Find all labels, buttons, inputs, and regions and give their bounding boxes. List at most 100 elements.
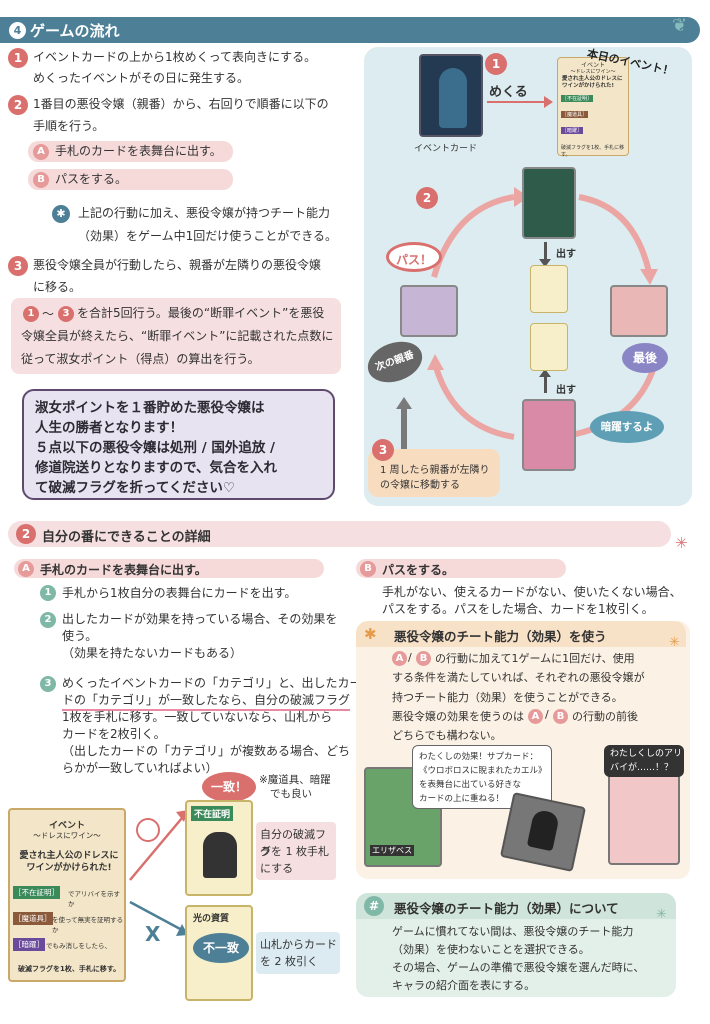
asterisk-icon: ✱ [52, 205, 70, 223]
scheme-bubble: 暗躍するよ [590, 411, 664, 443]
character-name: エリザベス [370, 845, 415, 856]
about-hash-icon: # [364, 896, 384, 916]
event-tag1: ［不在証明］ [561, 95, 594, 102]
example-card-subtitle: ～ドレスにワイン～ [33, 831, 101, 840]
speech-bubble-1: わたくしの効果！サプカード： 《ウロボロスに睨まれたカエル》 を表舞台に出ている… [412, 745, 552, 809]
repeat-tilde: ～ [42, 307, 55, 321]
a2-line1: 出したカードが効果を持っている場合、その効果を [62, 612, 338, 626]
speech1-line4: カードの上に重ねる！ [419, 794, 505, 804]
a3-line1: めくったイベントカードの「カテゴリ」と、出したカー [62, 676, 362, 690]
speech1-line2: 《ウロボロスに睨まれたカエル》 [419, 766, 547, 776]
cheat-title: 悪役令嬢のチート能力（効果）を使う [394, 629, 607, 644]
event-tag3: ［暗躍］ [561, 127, 584, 134]
option-b-pill [28, 169, 233, 190]
speech2-line1: わたしくしのアリ [610, 749, 683, 759]
ornament-icon: ❦ [672, 15, 688, 36]
section4-title: ゲームの流れ [30, 22, 120, 40]
section2-header [8, 521, 671, 547]
section-a-pill [14, 559, 324, 578]
about-line3: その場合、ゲームの準備で悪役令嬢を選んだ時に、 [392, 961, 645, 974]
repeat-box: 1 ～ 3 を合計5回行う。最後の“断罪イベント”を悪役 令嬢全員が終えたら、“… [11, 298, 341, 374]
played-card-1 [530, 265, 568, 313]
play-label-1: 出す [556, 249, 576, 260]
option-a-letter: A [33, 144, 49, 160]
a3-line4: カードを2枚引く。 [62, 727, 166, 741]
option-b-text: パスをする。 [55, 172, 128, 186]
mismatch-result-line1: 山札からカード [260, 938, 337, 951]
example-tag3-text: でもみ消しをしたら、 [46, 942, 111, 950]
frog-silhouette-icon [526, 808, 561, 852]
event-card-headline: 愛され主人公のドレスにワインがかけられた! [562, 76, 623, 89]
option-a-text: 手札のカードを表舞台に出す。 [55, 144, 222, 158]
last-bubble: 最後 [622, 343, 668, 373]
dress-silhouette-icon [439, 68, 467, 128]
repeat-num1: 1 [23, 306, 39, 322]
match-result-line2: グを 1 枚手札 [260, 845, 329, 858]
win-line5: て破滅フラグを折ってください♡ [35, 480, 236, 496]
a1-text: 手札から1枚自分の表舞台にカードを出す。 [62, 586, 297, 600]
option-b-letter: B [33, 172, 49, 188]
pass-bubble: パス！ [386, 242, 442, 272]
speech1-line3: を表舞台に出ている好きな [419, 780, 522, 790]
flow-step1-number: 1 [485, 53, 507, 75]
match-result-line3: にする [260, 862, 294, 875]
a3-line3: 1枚を手札に移す。一致していないなら、山札から [62, 710, 333, 724]
cheat-b-letter: B [416, 651, 431, 666]
about-box: # 悪役令嬢のチート能力（効果）について ✳ ゲームに慣れてない間は、悪役令嬢の… [356, 893, 676, 997]
match-card: 不在証明 [185, 800, 253, 896]
asterisk-line2: （効果）をゲーム中1回だけ使うことができる。 [78, 229, 338, 243]
repeat-line2: 令嬢全員が終えたら、“断罪イベント”に記載された点数に [21, 329, 334, 343]
step1-line1: イベントカードの上から1枚めくって表向きにする。 [33, 50, 317, 64]
about-title: 悪役令嬢のチート能力（効果）について [394, 901, 619, 916]
speech-bubble-2: わたしくしのアリ バイが……！？ [604, 745, 684, 777]
cheat-line3: 持つチート能力（効果）を使うことができる。 [392, 691, 623, 704]
event-card-footer: 破滅フラグを1枚、手札に移す。 [561, 145, 625, 158]
mismatch-card-title: 光の資質 [193, 914, 230, 924]
speech1-line1: わたくしの効果！サプカード： [419, 752, 539, 762]
a3-line2: ドの「カテゴリ」が一致したなら、自分の破滅フラグ [62, 692, 351, 711]
mismatch-x: X [145, 922, 161, 946]
match-note-line2: でも良い [270, 788, 312, 800]
section-b-letter: B [360, 561, 376, 577]
win-line3: ５点以下の悪役令嬢は処刑 / 国外追放 / [35, 440, 275, 456]
mismatch-bubble: 不一致 [193, 933, 249, 963]
step3-line2: に移る。 [33, 280, 82, 294]
flow-step2-number: 2 [416, 187, 438, 209]
gown-silhouette-icon [203, 832, 237, 878]
step1-line2: めくったイベントがその日に発生する。 [33, 71, 250, 85]
example-event-card: イベント ～ドレスにワイン～ 愛され主人公のドレスにワインがかけられた! ［不在… [8, 808, 126, 982]
about-line1: ゲームに慣れてない間は、悪役令嬢のチート能力 [392, 925, 634, 938]
repeat-line1: を合計5回行う。最後の“断罪イベント”を悪役 [77, 306, 325, 320]
sparkle-icon: ✳ [675, 534, 688, 552]
example-tag3: ［暗躍］ [13, 938, 45, 951]
match-bubble: 一致！ [202, 772, 256, 802]
example-tag2: ［魔道具］ [13, 912, 53, 925]
section-b-title: パスをする。 [382, 563, 455, 577]
bottom-player-card [522, 399, 576, 471]
win-line1: 淑女ポイントを１番貯めた悪役令嬢は [35, 400, 265, 416]
section-b-line1: 手札がない、使えるカードがない、使いたくない場合、 [382, 585, 682, 599]
match-result-line1: 自分の破滅フラ [260, 828, 326, 858]
cheat-a-letter-2: A [528, 709, 543, 724]
cheat-b-letter-2: B [553, 709, 568, 724]
event-card-subtitle: ～ドレスにワイン～ [570, 69, 616, 75]
asterisk-line1: 上記の行動に加え、悪役令嬢が持つチート能力 [78, 206, 331, 220]
a3-line5: （出したカードの「カテゴリ」が複数ある場合、どち [62, 744, 351, 758]
repeat-num3: 3 [58, 306, 74, 322]
example-card-footer: 破滅フラグを1枚、手札に移す。 [18, 965, 121, 973]
cheat-box: ✱ 悪役令嬢のチート能力（効果）を使う ✳ A / B の行動に加えて1ゲームに… [356, 621, 690, 879]
section2-title: 自分の番にできることの詳細 [42, 530, 211, 545]
cheat-line1: の行動に加えて1ゲームに1回だけ、使用 [435, 652, 635, 665]
event-card-label: イベントカード [414, 144, 478, 154]
rotation-note-line2: の令嬢に移動する [380, 480, 460, 491]
cheat-line4b: の行動の前後 [572, 710, 638, 723]
speech2-line2: バイが……！？ [610, 763, 674, 773]
cheat-sparkle-icon: ✳ [669, 635, 680, 650]
win-line4: 修道院送りとなりますので、気合を入れ [35, 460, 278, 476]
a3-number: 3 [40, 676, 56, 692]
repeat-line3: 従って淑女ポイント（得点）の算出を行う。 [21, 352, 260, 366]
match-note-line1: ※魔道具、暗躍 [259, 774, 331, 786]
event-card-title: イベント [580, 62, 605, 69]
event-card-face: イベント ～ドレスにワイン～ 愛され主人公のドレスにワインがかけられた! ［不在… [557, 57, 629, 158]
example-tag2-text: を使って無実を証明するか [52, 916, 124, 934]
